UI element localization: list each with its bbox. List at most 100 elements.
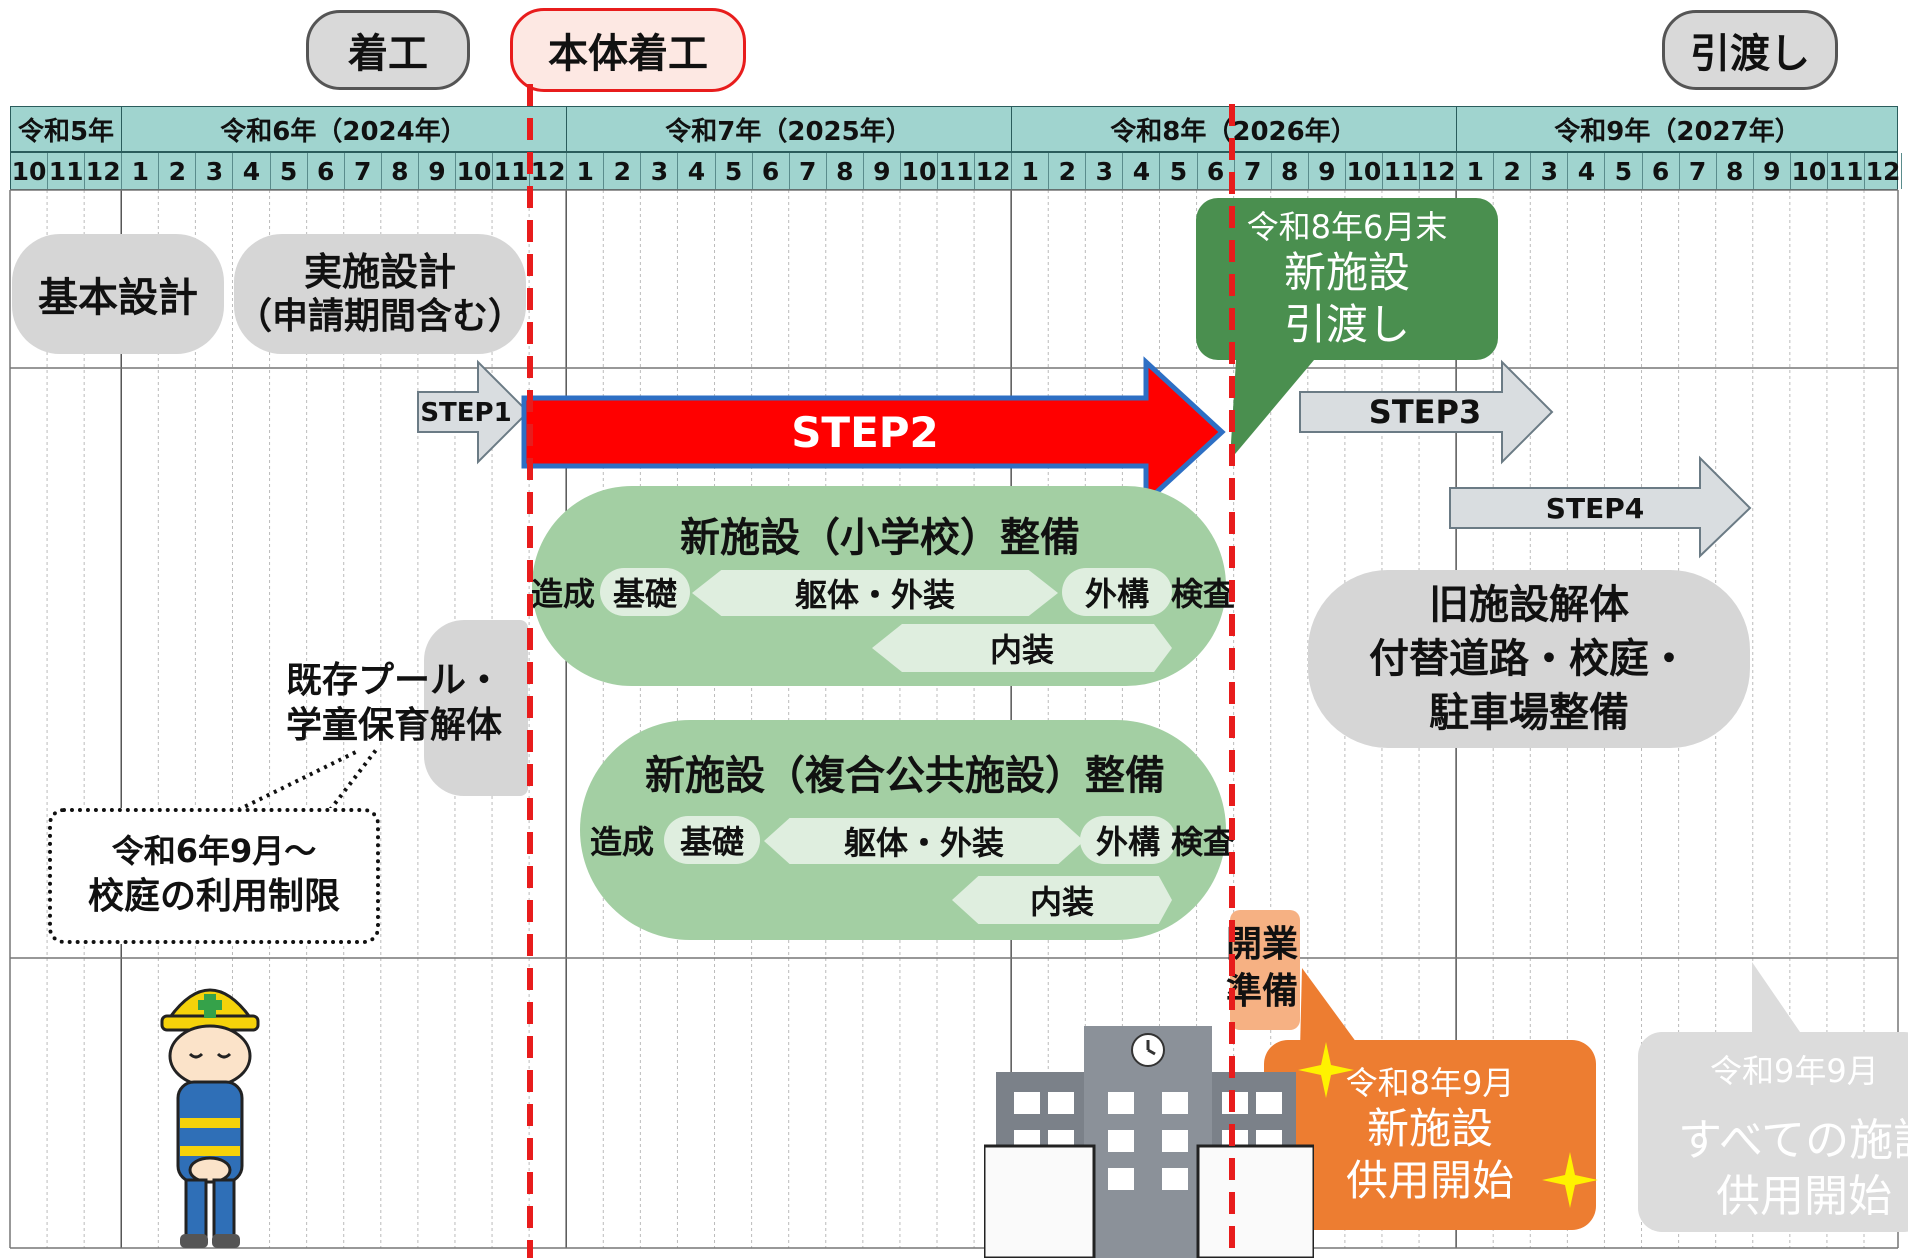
month-cell: 8 (1272, 153, 1309, 189)
step3-label: STEP3 (1368, 393, 1482, 431)
month-cell: 9 (419, 153, 456, 189)
month-cell: 1 (1457, 153, 1495, 189)
opening-prep-bar (1230, 910, 1300, 1030)
pool-line2: 学童保育解体 (286, 705, 503, 746)
public-naisou: 内装 (952, 876, 1172, 924)
prep-line1: 開業 (1226, 924, 1299, 965)
month-cell: 7 (345, 153, 382, 189)
month-cell: 11 (493, 153, 531, 189)
all-open-callout: 令和9年9月 すべての施設 供用開始 (1638, 1032, 1908, 1232)
handover-line1: 新施設 (1283, 248, 1410, 298)
month-cell: 11 (48, 153, 86, 189)
month-cell: 6 (1198, 153, 1235, 189)
month-cell: 3 (1531, 153, 1569, 189)
month-cell: 7 (790, 153, 827, 189)
month-cell: 10 (11, 153, 49, 189)
month-cell: 12 (1420, 153, 1458, 189)
all-open-line2: 供用開始 (1716, 1171, 1892, 1222)
old-demolition-bar: 旧施設解体 付替道路・校庭・ 駐車場整備 (1308, 570, 1750, 748)
month-cell: 6 (1643, 153, 1680, 189)
step4-label: STEP4 (1545, 491, 1645, 525)
month-cell: 5 (1160, 153, 1198, 189)
month-cell: 8 (827, 153, 864, 189)
restriction-callout: 令和6年9月～ 校庭の利用制限 (48, 808, 380, 944)
month-cell: 10 (1346, 153, 1383, 189)
month-cell: 12 (85, 153, 123, 189)
step2-label: STEP2 (791, 407, 939, 457)
month-cell: 4 (1568, 153, 1606, 189)
step4-arrow (1449, 455, 1752, 559)
pool-demolition-text: 既存プール・ 学童保育解体 (286, 658, 536, 748)
month-cell: 4 (678, 153, 716, 189)
month-cell: 7 (1235, 153, 1272, 189)
milestone-start: 着工 (306, 10, 470, 90)
school-zosei: 造成 (530, 575, 595, 613)
restriction-line1: 令和6年9月～ (111, 832, 317, 871)
month-cell: 1 (122, 153, 160, 189)
step3-arrow (1299, 359, 1554, 465)
era-r6: 令和6年（2024年） (121, 107, 567, 151)
school-kensa: 検査 (1170, 575, 1235, 613)
old-demo-line3: 駐車場整備 (1429, 690, 1629, 736)
step2-arrow (521, 356, 1226, 508)
month-cell: 10 (1791, 153, 1828, 189)
handover-line2: 引渡し (1283, 299, 1410, 349)
school-gaikou: 外構 (1062, 568, 1172, 616)
public-zosei: 造成 (589, 823, 654, 861)
old-demo-line2: 付替道路・校庭・ (1369, 636, 1689, 682)
pool-demolition-bar (424, 620, 528, 796)
school-naisou: 内装 (872, 624, 1172, 672)
month-cell: 9 (864, 153, 901, 189)
month-cell: 2 (604, 153, 642, 189)
detail-design-line2: （申請期間含む） (235, 296, 524, 338)
public-kensa: 検査 (1170, 823, 1235, 861)
month-cell: 11 (1383, 153, 1421, 189)
worker-bowing-icon (160, 988, 260, 1248)
month-cell: 2 (1494, 153, 1532, 189)
month-cell: 2 (1049, 153, 1087, 189)
month-cell: 5 (716, 153, 753, 189)
month-cell: 12 (1865, 153, 1903, 189)
month-cell: 10 (901, 153, 938, 189)
month-cell: 9 (1754, 153, 1791, 189)
detail-design-bar: 実施設計 （申請期間含む） (234, 234, 526, 354)
school-kiso: 基礎 (600, 568, 690, 616)
public-kutai: 躯体・外装 (764, 818, 1084, 864)
all-open-line1: すべての施設 (1678, 1115, 1908, 1166)
opening-date: 令和8年9月 (1345, 1063, 1515, 1102)
era-r9: 令和9年（2027年） (1554, 116, 1801, 147)
step1-arrow (417, 359, 530, 465)
month-cell: 3 (641, 153, 679, 189)
month-cell: 7 (1680, 153, 1717, 189)
month-cell: 1 (567, 153, 605, 189)
restriction-line2: 校庭の利用制限 (87, 876, 340, 918)
month-cell: 6 (308, 153, 345, 189)
month-cell: 3 (196, 153, 234, 189)
month-cell: 11 (938, 153, 976, 189)
month-cell: 5 (271, 153, 308, 189)
sparkle-star-icon (1542, 1152, 1598, 1208)
month-cell: 8 (1717, 153, 1754, 189)
month-cell: 12 (975, 153, 1013, 189)
all-open-date: 令和9年9月 (1710, 1052, 1879, 1090)
school-kutai: 躯体・外装 (692, 570, 1058, 616)
month-cell: 8 (382, 153, 419, 189)
detail-design-line1: 実施設計 (303, 249, 456, 294)
old-demo-line1: 旧施設解体 (1429, 582, 1629, 628)
public-gaikou: 外構 (1080, 816, 1176, 864)
month-cell: 2 (159, 153, 197, 189)
opening-line2: 供用開始 (1345, 1156, 1514, 1205)
prep-line2: 準備 (1226, 970, 1299, 1012)
era-r5: 令和5年 (11, 107, 122, 151)
milestone-main-start: 本体着工 (510, 8, 746, 92)
opening-line1: 新施設 (1366, 1103, 1493, 1153)
handover-date: 令和8年6月末 (1246, 208, 1448, 247)
month-cell: 12 (530, 153, 568, 189)
sparkle-star-icon (1298, 1042, 1354, 1098)
